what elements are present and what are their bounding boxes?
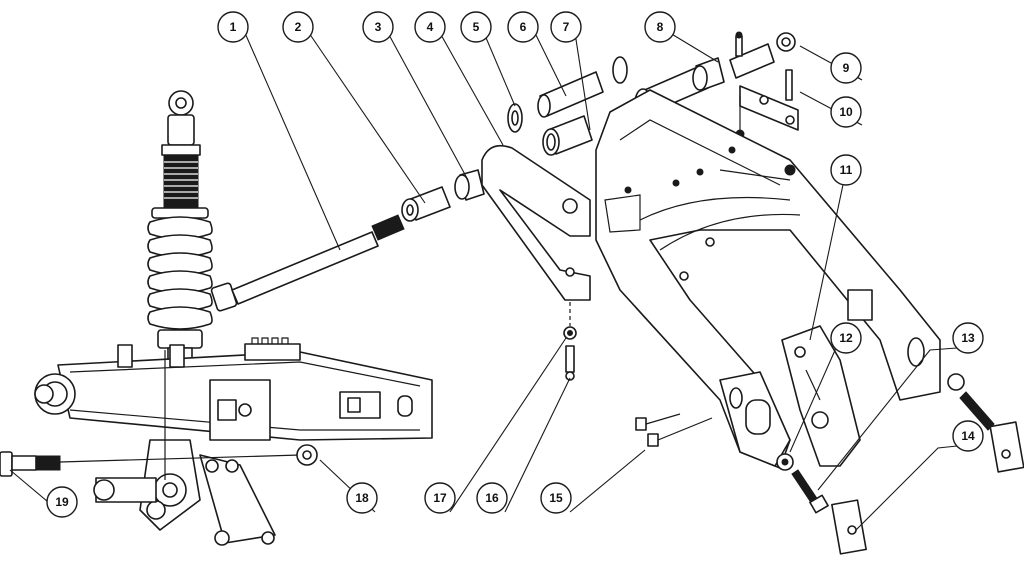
callout-circle	[460, 11, 492, 43]
callout-2: 2	[282, 11, 314, 43]
bolt-13	[776, 453, 829, 514]
callout-6: 6	[507, 11, 539, 43]
callout-number: 10	[839, 105, 853, 119]
callout-number: 6	[520, 20, 527, 34]
callout-number: 8	[657, 20, 664, 34]
callout-circle	[346, 482, 378, 514]
callout-circle	[644, 11, 676, 43]
callout-8: 8	[644, 11, 676, 43]
callout-circle	[952, 322, 984, 354]
callout-17: 17	[424, 482, 456, 514]
spacer-2	[401, 186, 451, 222]
callout-number: 9	[843, 61, 850, 75]
callout-circle	[550, 11, 582, 43]
callout-circle	[217, 11, 249, 43]
callout-number: 4	[427, 20, 434, 34]
callout-number: 12	[839, 331, 853, 345]
callout-14: 14	[952, 420, 984, 452]
callout-number: 1	[230, 20, 237, 34]
callout-circle	[424, 482, 456, 514]
callout-circle	[830, 154, 862, 186]
bolt-19	[0, 451, 301, 477]
bracket-10	[735, 69, 799, 139]
callout-circle	[46, 486, 78, 518]
callout-circle	[507, 11, 539, 43]
callout-number: 13	[961, 331, 975, 345]
callout-10: 10	[830, 96, 862, 128]
callout-circle	[414, 11, 446, 43]
sleeve-6	[537, 71, 604, 118]
callout-3: 3	[362, 11, 394, 43]
bolts-15	[635, 413, 713, 447]
callout-number: 11	[840, 163, 853, 177]
bolt-16-nut-17	[563, 302, 577, 381]
swing-arm-frame	[595, 89, 941, 469]
callout-1: 1	[217, 11, 249, 43]
callout-circle	[540, 482, 572, 514]
callout-9: 9	[830, 52, 862, 84]
callout-15: 15	[540, 482, 572, 514]
callout-number: 2	[295, 20, 302, 34]
shock-absorber	[147, 90, 213, 371]
callout-number: 19	[55, 495, 69, 509]
callout-number: 7	[563, 20, 570, 34]
callout-circle	[952, 420, 984, 452]
callout-circle	[362, 11, 394, 43]
callout-11: 11	[830, 154, 862, 186]
washer-5	[507, 103, 523, 133]
callout-circle	[476, 482, 508, 514]
callout-number: 3	[375, 20, 382, 34]
callout-circle	[830, 52, 862, 84]
callout-circle	[830, 96, 862, 128]
bracket-4	[481, 144, 591, 301]
callout-number: 17	[433, 491, 447, 505]
callout-number: 14	[961, 429, 975, 443]
callout-12: 12	[830, 322, 862, 354]
plate-14	[831, 373, 1024, 555]
swing-arm-assembled	[34, 337, 433, 546]
callout-4: 4	[414, 11, 446, 43]
callout-18: 18	[346, 482, 378, 514]
callout-number: 5	[473, 20, 480, 34]
callout-19: 19	[46, 486, 78, 518]
callout-number: 16	[485, 491, 499, 505]
callout-number: 15	[549, 491, 563, 505]
bushing-3	[454, 169, 485, 201]
sleeve-7	[542, 115, 593, 156]
callout-7: 7	[550, 11, 582, 43]
axle-bolt-1	[210, 214, 405, 312]
callout-16: 16	[476, 482, 508, 514]
callout-circle	[282, 11, 314, 43]
callout-number: 18	[355, 491, 369, 505]
callout-13: 13	[952, 322, 984, 354]
callout-circle	[830, 322, 862, 354]
bracket-11	[781, 325, 861, 467]
nut-18	[296, 444, 318, 466]
bolt-9	[729, 31, 796, 79]
callout-5: 5	[460, 11, 492, 43]
